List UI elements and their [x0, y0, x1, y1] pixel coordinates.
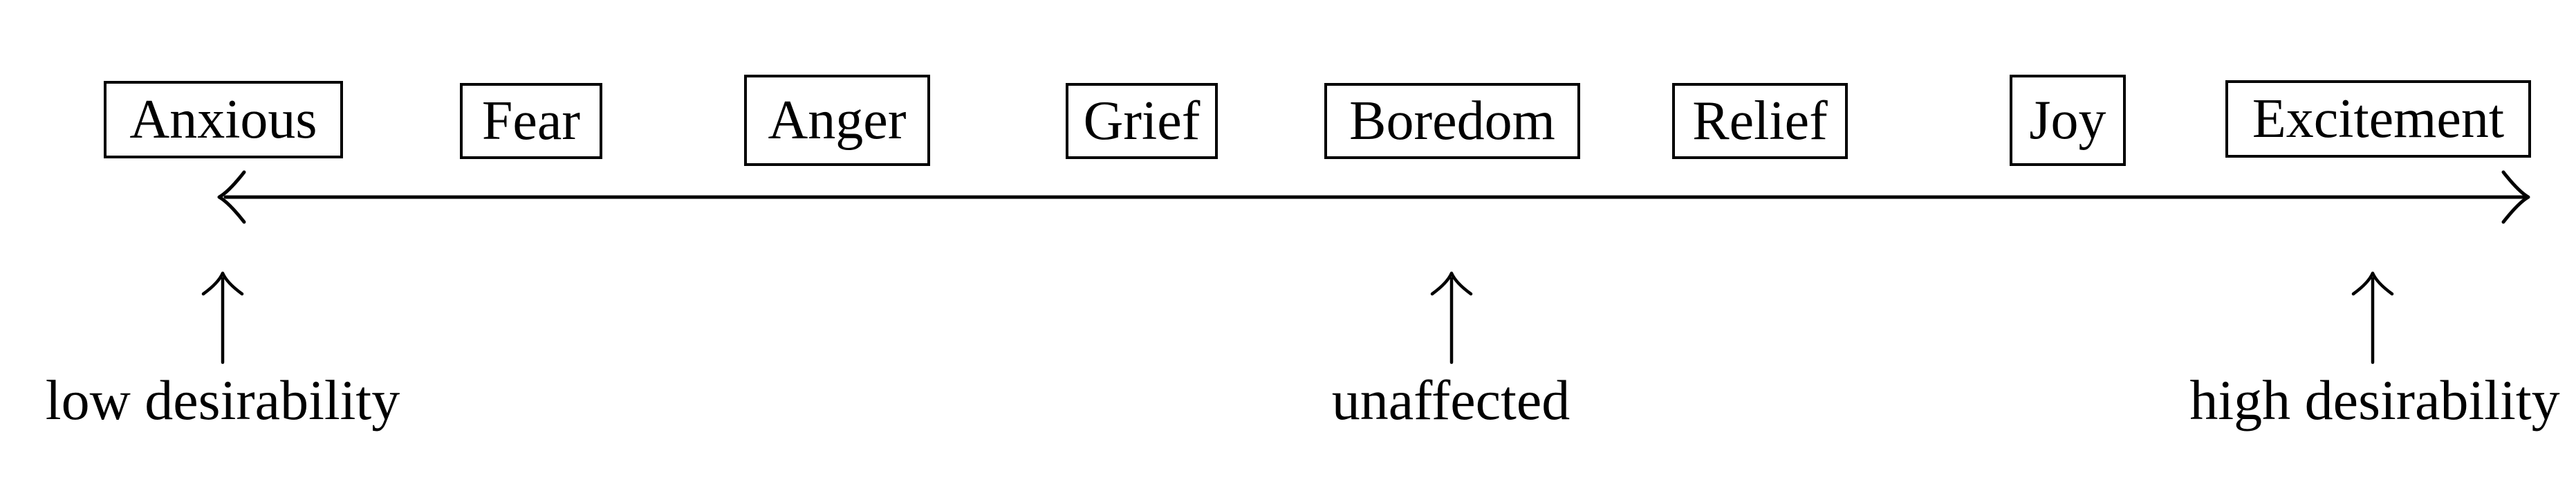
emotion-box-fear: Fear: [460, 83, 602, 159]
up-arrow-unaffected-head-icon: [1430, 271, 1473, 296]
label-low-desirability: low desirability: [45, 369, 400, 432]
emotion-box-grief: Grief: [1066, 83, 1218, 159]
up-arrow-low-head-icon: [201, 271, 244, 296]
axis-right-arrowhead-icon: [2501, 170, 2530, 224]
emotion-box-relief: Relief: [1672, 83, 1848, 159]
up-arrow-unaffected: [1430, 271, 1473, 364]
desirability-axis-arrow: [217, 170, 2530, 224]
up-arrow-high-desirability: [2351, 271, 2394, 364]
emotion-label-joy: Joy: [2029, 90, 2106, 151]
up-arrow-high-head-icon: [2351, 271, 2394, 296]
label-high-desirability: high desirability: [2189, 369, 2560, 432]
emotion-label-grief: Grief: [1083, 91, 1201, 151]
emotion-label-anxious: Anxious: [129, 89, 317, 150]
axis-left-arrowhead-icon: [217, 170, 246, 224]
emotion-label-fear: Fear: [481, 91, 581, 151]
emotion-box-anxious: Anxious: [104, 81, 343, 158]
emotion-label-relief: Relief: [1692, 91, 1828, 151]
emotion-label-excitement: Excitement: [2252, 89, 2505, 149]
emotion-label-boredom: Boredom: [1349, 91, 1555, 151]
emotion-box-boredom: Boredom: [1324, 83, 1580, 159]
emotion-label-anger: Anger: [768, 90, 907, 151]
emotion-box-excitement: Excitement: [2225, 80, 2531, 158]
label-unaffected: unaffected: [1331, 369, 1570, 432]
up-arrow-low-desirability: [201, 271, 244, 364]
emotion-box-joy: Joy: [2010, 75, 2126, 166]
emotion-box-anger: Anger: [744, 75, 930, 166]
